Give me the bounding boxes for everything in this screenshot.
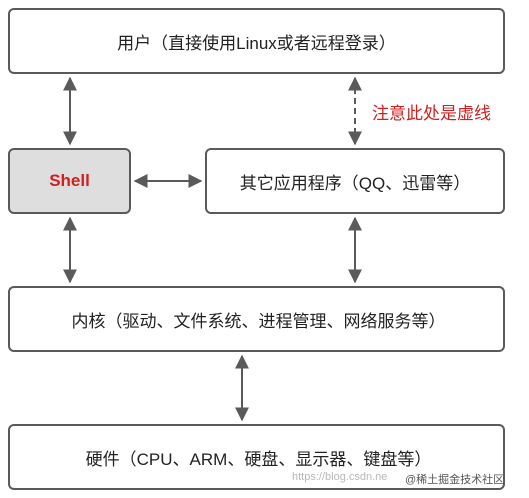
user-box: 用户（直接使用Linux或者远程登录） <box>8 8 505 74</box>
kernel-box: 内核（驱动、文件系统、进程管理、网络服务等） <box>8 286 505 352</box>
shell-box-label: Shell <box>49 171 90 190</box>
apps-box-label: 其它应用程序（QQ、迅雷等） <box>239 173 471 193</box>
user-box-label: 用户（直接使用Linux或者远程登录） <box>117 33 396 53</box>
watermark-brand: @稀土掘金技术社区 <box>405 474 505 486</box>
hardware-box-label: 硬件（CPU、ARM、硬盘、显示器、键盘等） <box>85 449 432 469</box>
shell-box: Shell <box>8 148 131 214</box>
watermark-url: https://blog.csdn.ne <box>292 471 388 483</box>
dashed-line-note: 注意此处是虚线 <box>372 104 491 123</box>
kernel-box-label: 内核（驱动、文件系统、进程管理、网络服务等） <box>71 311 446 331</box>
hardware-box: 硬件（CPU、ARM、硬盘、显示器、键盘等） <box>8 424 505 490</box>
apps-box: 其它应用程序（QQ、迅雷等） <box>205 148 505 214</box>
